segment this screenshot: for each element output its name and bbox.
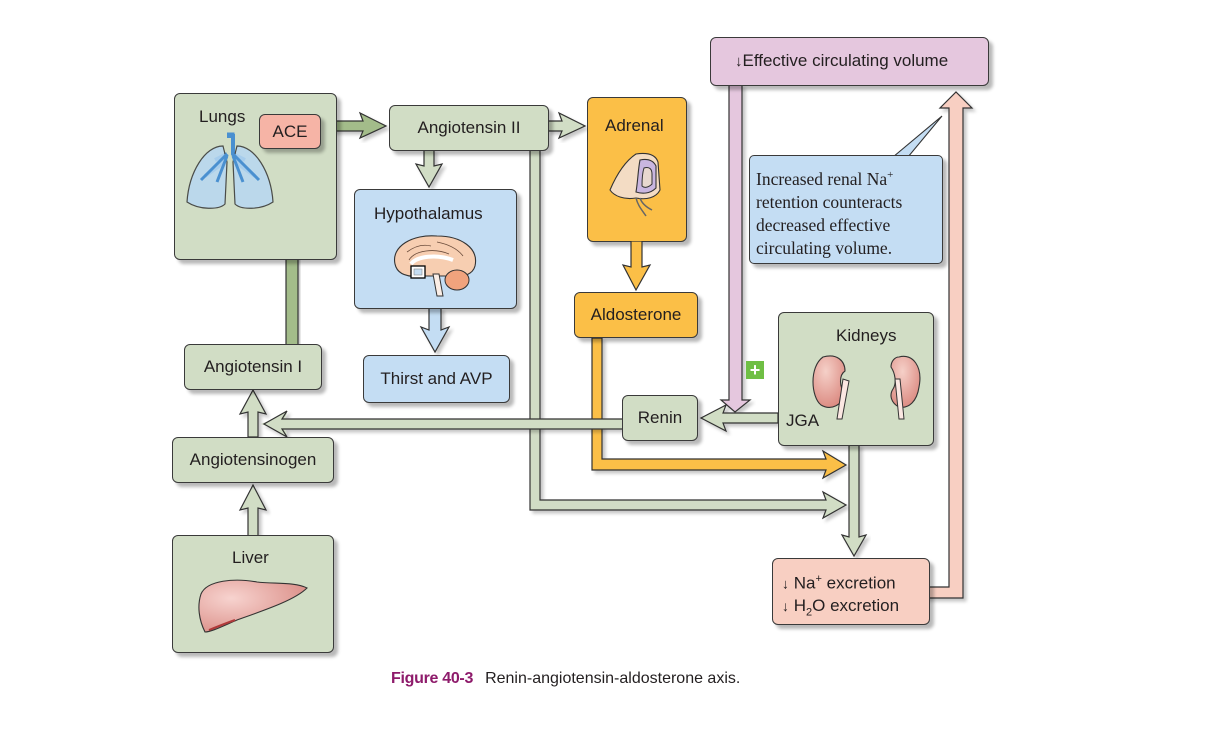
renin-box: Renin: [622, 395, 698, 441]
arrow-hypothalamus-to-thirst: [419, 307, 451, 354]
effective-volume-label: ↓Effective circulating volume: [735, 51, 949, 70]
thirst-avp-label: Thirst and AVP: [380, 369, 493, 388]
angiotensin-ii-box: Angiotensin II: [389, 105, 549, 151]
liver-box: Liver: [172, 535, 334, 653]
na-excretion-label: ↓ Na+ excretion: [782, 573, 896, 593]
arrow-liver-to-angiotensinogen: [238, 483, 268, 537]
ace-label: ACE: [272, 121, 308, 141]
angiotensin-i-label: Angiotensin I: [203, 357, 303, 376]
excretion-box: ↓ Na+ excretion ↓ H2O excretion: [772, 558, 930, 625]
angiotensin-ii-label: Angiotensin II: [417, 118, 521, 137]
adrenal-gland-icon: [609, 152, 661, 217]
down-arrow-icon: ↓: [782, 597, 789, 614]
arrow-angiotensin-ii-to-adrenal: [547, 111, 587, 140]
angiotensinogen-box: Angiotensinogen: [172, 437, 334, 483]
angiotensinogen-label: Angiotensinogen: [189, 450, 317, 469]
annotation-line-3: decreased effective: [756, 214, 891, 235]
arrow-adrenal-to-aldosterone: [621, 241, 652, 292]
kidneys-label: Kidneys: [836, 326, 897, 345]
lungs-icon: [186, 132, 274, 209]
down-arrow-icon: ↓: [735, 53, 743, 70]
arrow-renin-to-angiotensin-i: [261, 410, 626, 438]
stimulation-plus-icon: +: [746, 361, 764, 379]
figure-caption: Figure 40-3 Renin-angiotensin-aldosterone…: [391, 670, 740, 688]
liver-icon: [198, 579, 308, 633]
adrenal-label: Adrenal: [605, 116, 664, 135]
brain-icon: [394, 235, 477, 297]
kidneys-box: Kidneys JGA: [778, 312, 934, 446]
arrow-excretion-to-volume: [911, 91, 974, 599]
lungs-label: Lungs: [199, 107, 246, 126]
arrow-angiotensin-ii-to-hypothalamus: [414, 149, 444, 189]
ace-box: ACE: [259, 114, 321, 149]
arrow-angiotensin-ii-to-excretion: [529, 149, 848, 520]
renin-label: Renin: [637, 408, 683, 427]
arrow-volume-to-renin: [719, 84, 752, 413]
down-arrow-icon: ↓: [782, 575, 789, 592]
annotation-line-4: circulating volume.: [756, 237, 893, 258]
kidneys-icon: [812, 355, 921, 420]
aldosterone-box: Aldosterone: [574, 292, 698, 338]
arrow-angiotensinogen-to-angiotensin-i: [238, 388, 268, 438]
annotation-line-2: retention counteracts: [756, 191, 903, 212]
liver-label: Liver: [232, 548, 269, 567]
h2o-excretion-label: ↓ H2O excretion: [782, 595, 900, 619]
angiotensin-i-box: Angiotensin I: [184, 344, 322, 390]
effective-volume-box: ↓Effective circulating volume: [710, 37, 989, 86]
jga-label: JGA: [786, 411, 820, 430]
annotation-line-1: Increased renal Na+: [756, 168, 894, 189]
annotation-callout: Increased renal Na+ retention counteract…: [749, 155, 943, 264]
aldosterone-label: Aldosterone: [590, 305, 682, 324]
arrow-kidneys-to-excretion: [840, 444, 868, 558]
callout-pointer: [891, 115, 943, 158]
thirst-avp-box: Thirst and AVP: [363, 355, 510, 403]
adrenal-box: Adrenal: [587, 97, 687, 242]
hypothalamus-label: Hypothalamus: [374, 204, 483, 223]
figure-label: Figure 40-3: [391, 670, 474, 687]
hypothalamus-box: Hypothalamus: [354, 189, 517, 309]
arrow-jga-to-renin: [699, 403, 779, 433]
arrow-aldosterone-to-excretion: [591, 337, 848, 480]
caption-text: Renin-angiotensin-aldosterone axis.: [485, 670, 741, 687]
